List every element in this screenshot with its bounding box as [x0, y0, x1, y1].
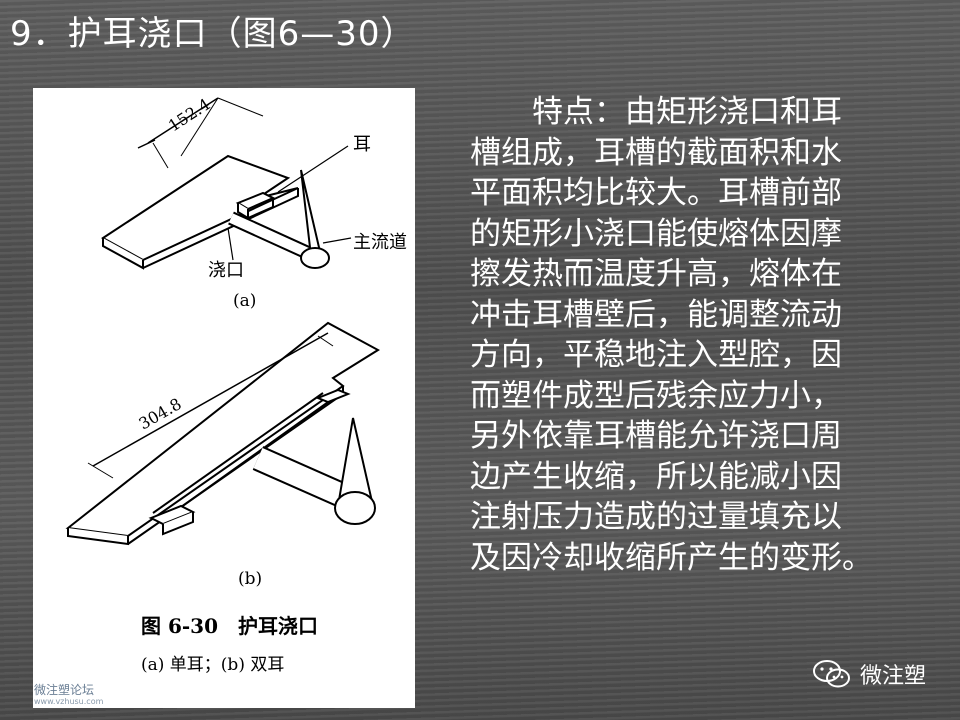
text-line: 注射压力造成的过量填充以 — [470, 499, 842, 535]
ear-b-2 — [315, 388, 351, 404]
text-line: 特点：由矩形浇口和耳 — [470, 94, 842, 130]
text-line: 平面积均比较大。耳槽前部 — [470, 175, 842, 211]
caption-a: (a) — [233, 291, 256, 311]
text-line: 及因冷却收缩所产生的变形。 — [470, 539, 873, 576]
text-line: 边产生收缩，所以能减小因 — [470, 458, 842, 495]
figure-panel: 152.4 耳 主流道 浇口 (a) 304.8 — [33, 88, 415, 708]
main-runner-label-a: 主流道 — [353, 232, 407, 253]
dimension-label-a: 152.4 — [165, 94, 214, 135]
text-line: 的矩形小浇口能使熔体因摩 — [470, 215, 842, 252]
text-line: 擦发热而温度升高，熔体在 — [470, 256, 842, 292]
watermark-url: www.vzhusu.com — [34, 697, 104, 706]
text-line: 方向，平稳地注入型腔，因 — [470, 337, 842, 373]
ear-label: 耳 — [353, 134, 371, 155]
gate-label: 浇口 — [208, 260, 244, 281]
text-line: 而塑件成型后残余应力小， — [470, 377, 842, 414]
slide-title: 9．护耳浇口（图6—30） — [10, 14, 416, 54]
diagram-a — [101, 97, 352, 270]
caption-b: (b) — [238, 569, 262, 589]
text-line: 槽组成，耳槽的截面积和水 — [470, 134, 842, 171]
diagram-b — [65, 321, 380, 546]
gate-diagram: 152.4 耳 主流道 浇口 (a) 304.8 — [65, 94, 407, 675]
wechat-branding: 微注塑 — [812, 658, 926, 690]
text-line: 冲击耳槽壁后，能调整流动 — [470, 296, 842, 333]
wechat-icon — [813, 660, 850, 688]
figure-subtitle: (a) 单耳；(b) 双耳 — [141, 655, 284, 675]
wechat-label: 微注塑 — [860, 664, 927, 689]
text-line: 另外依靠耳槽能允许浇口周 — [470, 418, 842, 454]
watermark-text: 微注塑论坛 — [34, 683, 95, 697]
description-text: 特点：由矩形浇口和耳 槽组成，耳槽的截面积和水 平面积均比较大。耳槽前部 的矩形… — [470, 92, 940, 578]
forum-watermark: 微注塑论坛 www.vzhusu.com — [34, 684, 103, 708]
figure-title: 图 6-30 护耳浇口 — [141, 614, 318, 638]
